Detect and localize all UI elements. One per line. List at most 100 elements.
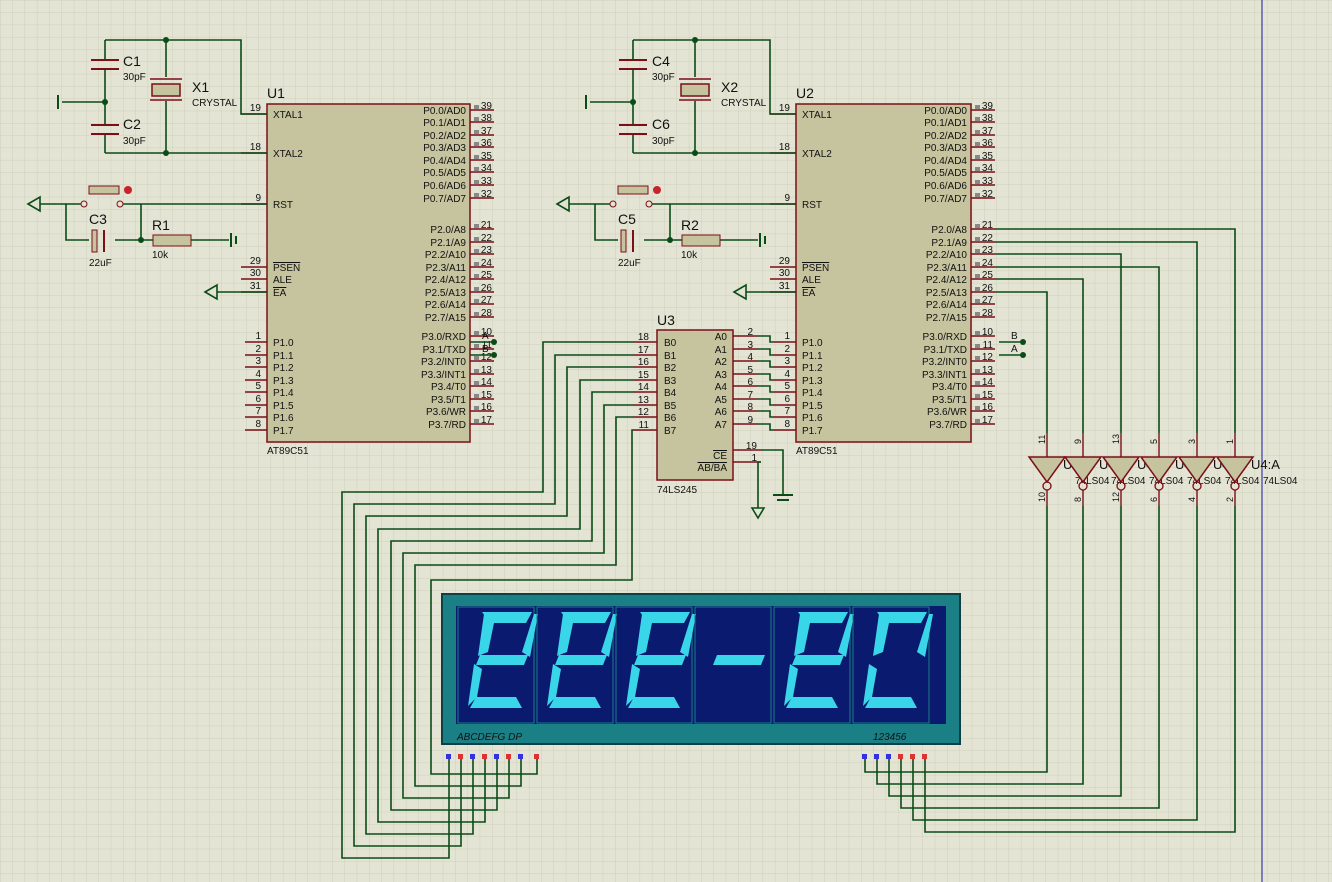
- u1-pin-name: P3.4/T0: [431, 382, 466, 393]
- u1-pin-number: 12: [481, 352, 493, 363]
- display-digit: [536, 606, 617, 724]
- digit-segment: [786, 697, 838, 708]
- display-digit-label: 123456: [873, 732, 907, 743]
- segment-bus-wires: [341, 341, 633, 859]
- u2-pin-name: P2.7/A15: [926, 313, 968, 324]
- inverter-array[interactable]: 1110U4:F74LS0498U4:E74LS041312U4:D74LS04…: [1027, 433, 1298, 506]
- digit-segment: [476, 655, 528, 665]
- u3-pin-number: 5: [747, 365, 753, 376]
- u1-pin-number: 31: [250, 281, 262, 292]
- digit-segment: [470, 697, 522, 708]
- digit-output-wire: [912, 506, 1198, 821]
- u2-pin-number: 16: [982, 402, 994, 413]
- u1-pin-number: 17: [481, 415, 493, 426]
- u3-pin-name: B4: [664, 388, 677, 399]
- u2-pin-number: 8: [784, 419, 790, 430]
- u1-pin-number: 29: [250, 256, 262, 267]
- u1-pin-name: P0.5/AD5: [423, 168, 466, 179]
- u2-chip[interactable]: U2 AT89C51 19XTAL118XTAL29RST29PSEN30ALE…: [770, 85, 995, 457]
- digit-output-wire: [888, 506, 1122, 797]
- display-digit-pin: [862, 754, 867, 759]
- segment-wire: [377, 379, 633, 823]
- digit-segment: [468, 664, 482, 706]
- display-digit: [457, 606, 538, 724]
- u2-pin-name: P0.4/AD4: [924, 156, 967, 167]
- u3-u2-wire: [757, 410, 774, 418]
- u2-pin-number: 7: [784, 406, 790, 417]
- u2-pin-number: 13: [982, 365, 994, 376]
- u2-pin-name: P2.4/A12: [926, 275, 968, 286]
- c4-value: 30pF: [652, 72, 675, 83]
- digit-segment: [680, 614, 696, 657]
- u3-pin-name: CE: [713, 451, 727, 462]
- digit-output-wire: [864, 506, 1048, 773]
- u1-pin-marker: [474, 262, 479, 266]
- u1-pin-number: 34: [481, 163, 493, 174]
- digit-segment: [601, 614, 617, 657]
- u1-pin-name: P2.7/A15: [425, 313, 467, 324]
- u1-pin-number: 7: [255, 406, 261, 417]
- u3-u2-wire: [757, 398, 774, 406]
- digit-segment: [877, 612, 927, 623]
- u2-pin-number: 31: [779, 281, 791, 292]
- display-digit: [694, 606, 772, 724]
- display-digit-pin: [910, 754, 915, 759]
- inverter-out-pin: 6: [1149, 497, 1159, 502]
- seven-segment-display[interactable]: ABCDEFG DP 123456: [441, 593, 961, 759]
- u1-pin-number: 1: [255, 331, 261, 342]
- digit-segment: [713, 655, 765, 665]
- u1-pin-marker: [474, 419, 479, 423]
- u2-net-a: A: [1011, 344, 1018, 355]
- u2-pin-name: P0.3/AD3: [924, 143, 967, 154]
- inverter-out-pin: 4: [1187, 497, 1197, 502]
- u1-pin-number: 22: [481, 233, 493, 244]
- u2-pin-marker: [975, 406, 980, 410]
- u2-pin-number: 10: [982, 327, 994, 338]
- u2-pin-marker: [975, 287, 980, 291]
- u3-chip[interactable]: U3 74LS245 18B017B116B215B314B413B512B61…: [633, 312, 761, 496]
- u2-pin-name: XTAL1: [802, 110, 832, 121]
- u3-pin-number: 17: [638, 345, 650, 356]
- u1-pin-number: 15: [481, 390, 493, 401]
- u1-pin-number: 3: [255, 356, 261, 367]
- digit-segment: [798, 612, 848, 623]
- display-segment-pin: [494, 754, 499, 759]
- u2-pin-name: P1.2: [802, 363, 823, 374]
- inverter-out-pin: 8: [1073, 497, 1083, 502]
- u3-pin-name: A0: [715, 332, 728, 343]
- u2-pin-number: 33: [982, 176, 994, 187]
- u2-pin-marker: [975, 155, 980, 159]
- inverter-out-pin: 2: [1225, 497, 1235, 502]
- digit-segment: [547, 664, 561, 706]
- c2-ref: C2: [123, 116, 141, 132]
- u3-pin-name: B5: [664, 401, 677, 412]
- u3-pin-number: 9: [747, 415, 753, 426]
- u2-pin-number: 34: [982, 163, 994, 174]
- inverter-in-pin: 13: [1111, 434, 1121, 444]
- inverter-out-pin: 10: [1037, 492, 1047, 502]
- u2-pin-marker: [975, 167, 980, 171]
- u2-pin-number: 15: [982, 390, 994, 401]
- u3-u2-wire: [757, 373, 774, 381]
- segment-wire: [341, 341, 633, 859]
- u3-pin-name: A3: [715, 370, 728, 381]
- c1-ref: C1: [123, 53, 141, 69]
- r1-ref: R1: [152, 217, 170, 233]
- u3-pin-name: B1: [664, 351, 677, 362]
- u1-pin-number: 27: [481, 295, 493, 306]
- u3-pin-name: A1: [715, 345, 728, 356]
- u1-pin-number: 19: [250, 103, 262, 114]
- digit-segment: [863, 664, 877, 706]
- u2-pin-marker: [975, 394, 980, 398]
- x1-value: CRYSTAL: [192, 98, 238, 109]
- u1-pin-name: P2.6/A14: [425, 300, 467, 311]
- display-digit: [852, 606, 933, 724]
- u1-pin-marker: [474, 287, 479, 291]
- c3-value: 22uF: [89, 258, 112, 269]
- u3-pin-name: A2: [715, 357, 728, 368]
- u1-chip[interactable]: U1 AT89C51 19XTAL118XTAL29RST29PSEN30ALE…: [241, 85, 494, 457]
- u1-pin-marker: [474, 142, 479, 146]
- u2-ref: U2: [796, 85, 814, 101]
- u3-u2-wire: [757, 348, 774, 356]
- u2-pin-name: P0.7/AD7: [924, 194, 967, 205]
